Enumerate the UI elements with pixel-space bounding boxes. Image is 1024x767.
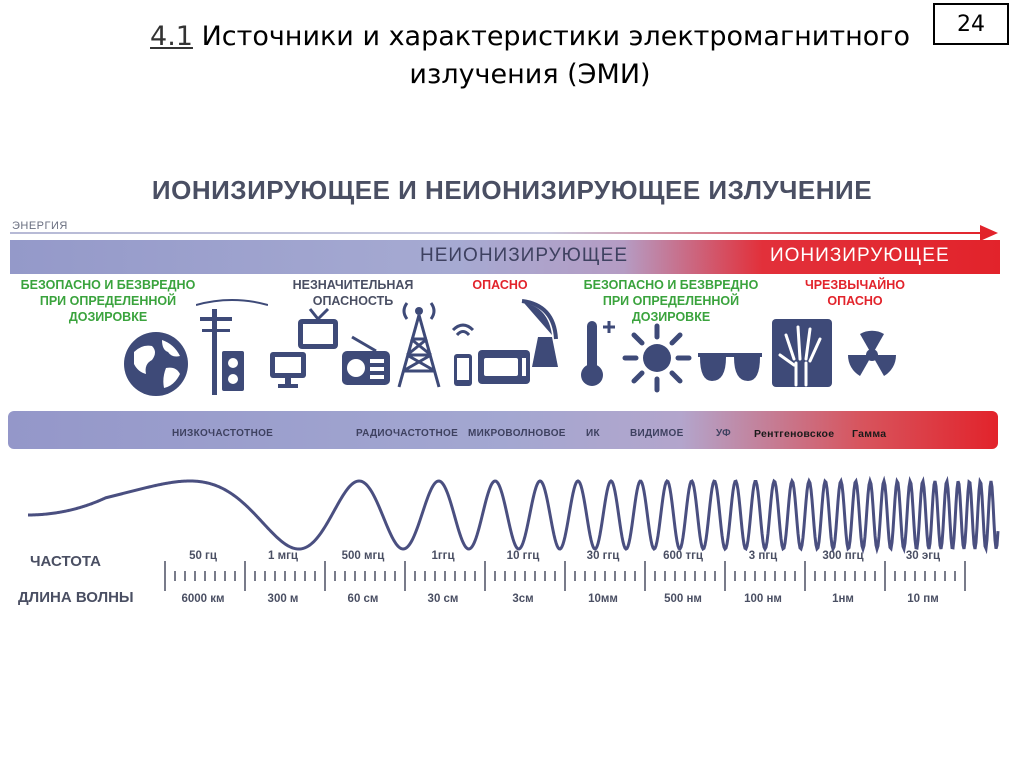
nonionizing-label: НЕИОНИЗИРУЮЩЕЕ <box>420 245 629 266</box>
hazard-label-extreme: ЧРЕЗВЫЧАЙНО ОПАСНО <box>804 278 906 308</box>
wavelength-value: 60 см <box>347 593 379 605</box>
frequency-value: 300 пгц <box>822 550 864 562</box>
globe-icon <box>124 332 188 396</box>
monitor-icon <box>270 352 306 388</box>
frequency-value: 30 ггц <box>586 550 620 562</box>
sector-ultraviolet: УФ <box>716 428 731 439</box>
sector-visible: ВИДИМОЕ <box>630 428 684 439</box>
wavelength-value: 6000 км <box>181 593 225 605</box>
power-pole-icon <box>196 299 268 395</box>
spectrum-infographic: ИОНИЗИРУЮЩЕЕ И НЕИОНИЗИРУЮЩЕЕ ИЗЛУЧЕНИЕ … <box>0 165 1024 625</box>
ionization-band <box>10 240 1000 274</box>
ionizing-label: ИОНИЗИРУЮЩЕЕ <box>770 245 950 266</box>
frequency-value: 3 пгц <box>748 550 778 562</box>
frequency-value: 600 тгц <box>663 550 703 562</box>
radiation-icon <box>847 330 897 376</box>
energy-line <box>10 232 985 234</box>
infographic-title: ИОНИЗИРУЮЩЕЕ И НЕИОНИЗИРУЮЩЕЕ ИЗЛУЧЕНИЕ <box>151 175 873 205</box>
wavelength-value: 100 нм <box>744 593 782 605</box>
energy-arrow-icon <box>980 225 998 241</box>
title-line-1: Источники и характеристики электромагнит… <box>201 21 910 52</box>
radio-tower-icon <box>397 302 441 388</box>
page-number: 24 <box>933 3 1009 45</box>
wavelength-value: 30 см <box>427 593 459 605</box>
frequency-value: 500 мгц <box>341 550 385 562</box>
energy-label: ЭНЕРГИЯ <box>12 220 68 232</box>
sector-microwave: МИКРОВОЛНОВОЕ <box>468 428 566 439</box>
sector-gamma: Гамма <box>852 428 887 440</box>
sector-low-frequency: НИЗКОЧАСТОТНОЕ <box>172 428 274 439</box>
slide-title: 4.1 Источники и характеристики электрома… <box>110 18 950 94</box>
hazard-label-minor: НЕЗНАЧИТЕЛЬНАЯ ОПАСНОСТЬ <box>292 278 414 308</box>
hazard-label-safe-2: БЕЗОПАСНО И БЕЗВРЕДНО ПРИ ОПРЕДЕЛЕННОЙ Д… <box>583 278 759 324</box>
wavelength-value: 500 нм <box>664 593 702 605</box>
frequency-label: ЧАСТОТА <box>30 553 101 570</box>
title-line-2: излучения (ЭМИ) <box>409 59 651 90</box>
section-number: 4.1 <box>150 21 193 52</box>
sector-radio-frequency: РАДИОЧАСТОТНОЕ <box>356 428 459 439</box>
tv-icon <box>298 307 338 349</box>
satellite-dish-icon <box>521 299 558 367</box>
wavelength-label: ДЛИНА ВОЛНЫ <box>18 589 134 606</box>
phone-icon <box>451 323 475 386</box>
thermometer-icon <box>581 321 615 386</box>
wave-graphic <box>27 475 1000 555</box>
wavelength-value: 300 м <box>267 593 299 605</box>
wavelength-value: 1нм <box>832 593 854 605</box>
xray-hand-icon <box>772 319 832 387</box>
hazard-label-safe-1: БЕЗОПАСНО И БЕЗВРЕДНО ПРИ ОПРЕДЕЛЕННОЙ Д… <box>20 278 196 324</box>
radio-icon <box>342 335 390 385</box>
sector-xray: Рентгеновское <box>754 428 835 440</box>
scale-ticks <box>164 561 966 591</box>
wavelength-value: 10мм <box>588 593 618 605</box>
wavelength-value: 10 пм <box>907 593 939 605</box>
frequency-value: 10 ггц <box>506 550 540 562</box>
frequency-value: 30 эгц <box>905 550 941 562</box>
frequency-value: 1ггц <box>431 550 455 562</box>
frequency-value: 50 гц <box>189 550 217 562</box>
sunglasses-icon <box>698 353 762 381</box>
microwave-icon <box>478 350 530 384</box>
sector-infrared: ИК <box>586 428 600 439</box>
wavelength-value: 3см <box>512 593 534 605</box>
sun-icon <box>622 323 692 393</box>
spectrum-sector-bar <box>8 411 998 449</box>
hazard-label-dangerous: ОПАСНО <box>472 278 528 292</box>
frequency-value: 1 мгц <box>268 550 298 562</box>
